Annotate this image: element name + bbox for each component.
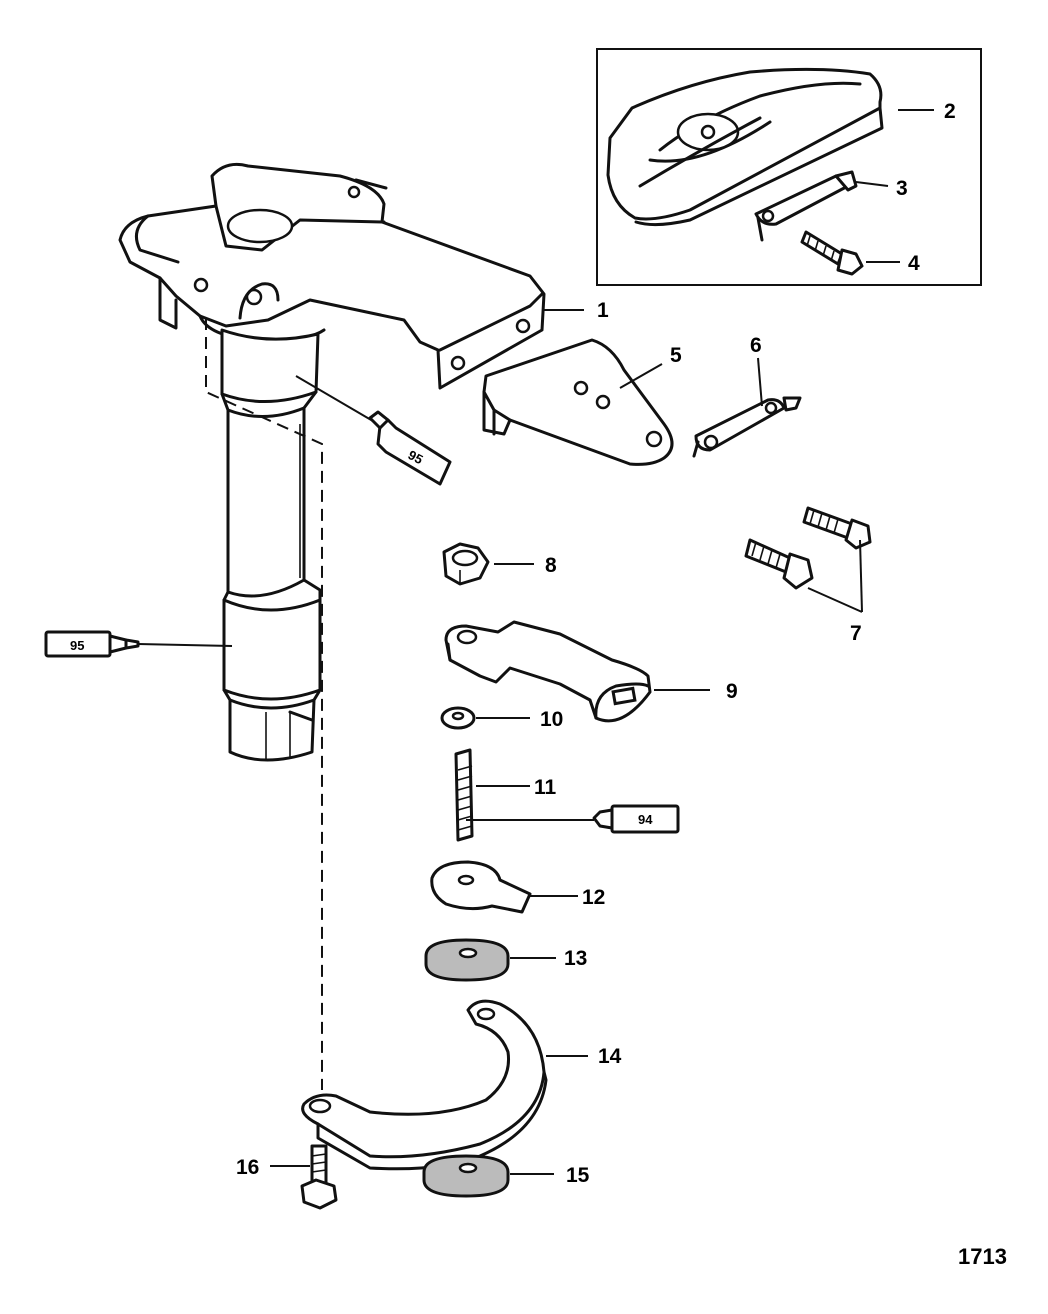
- washer-part-10: [440, 706, 476, 730]
- callout-12: 12: [582, 886, 605, 909]
- callout-1: 1: [597, 299, 609, 322]
- callout-15: 15: [566, 1164, 590, 1187]
- callout-7: 7: [850, 622, 862, 645]
- callout-11: 11: [534, 776, 557, 799]
- tube-label-upper: 95: [406, 447, 426, 467]
- callout-leaders: [270, 109, 934, 1175]
- callout-8: 8: [545, 554, 557, 577]
- figure-number: 1713: [958, 1244, 1007, 1269]
- nut-part-8: [442, 542, 490, 586]
- cover-part-2: [606, 67, 884, 227]
- callout-5: 5: [670, 344, 682, 367]
- curved-arm-part-14: [301, 999, 548, 1171]
- callout-2: 2: [944, 100, 956, 123]
- tube-label-right: 94: [638, 812, 653, 827]
- bolt-part-16: [300, 1144, 338, 1210]
- bolts-part-7: [744, 506, 872, 590]
- stud-part-11: [454, 748, 474, 842]
- steering-link-part-9: [444, 620, 652, 723]
- lubricant-tube-left: 95: [44, 630, 233, 658]
- callout-14: 14: [598, 1045, 622, 1068]
- lubricant-tube-upper: 95: [295, 375, 452, 486]
- friction-pad-part-13: [424, 938, 510, 982]
- steering-column: [220, 328, 322, 762]
- callout-10: 10: [540, 708, 563, 731]
- inset-frame: [596, 48, 982, 286]
- callout-4: 4: [908, 252, 920, 275]
- tube-label-left: 95: [70, 638, 84, 653]
- alignment-dashed-line: [205, 318, 323, 1090]
- lubricant-tube-right: 94: [466, 804, 680, 834]
- callout-16: 16: [236, 1156, 259, 1179]
- bracket-part-5: [482, 338, 674, 466]
- callout-6: 6: [750, 334, 762, 357]
- lock-tab-part-6: [692, 396, 802, 458]
- swivel-head-part-1: [118, 162, 546, 390]
- friction-pad-part-15: [422, 1154, 510, 1198]
- callout-13: 13: [564, 947, 587, 970]
- tab-washer-part-12: [430, 860, 532, 914]
- callout-9: 9: [726, 680, 738, 703]
- screw-part-4: [800, 230, 864, 276]
- callout-3: 3: [896, 177, 908, 200]
- clip-part-3: [754, 170, 858, 242]
